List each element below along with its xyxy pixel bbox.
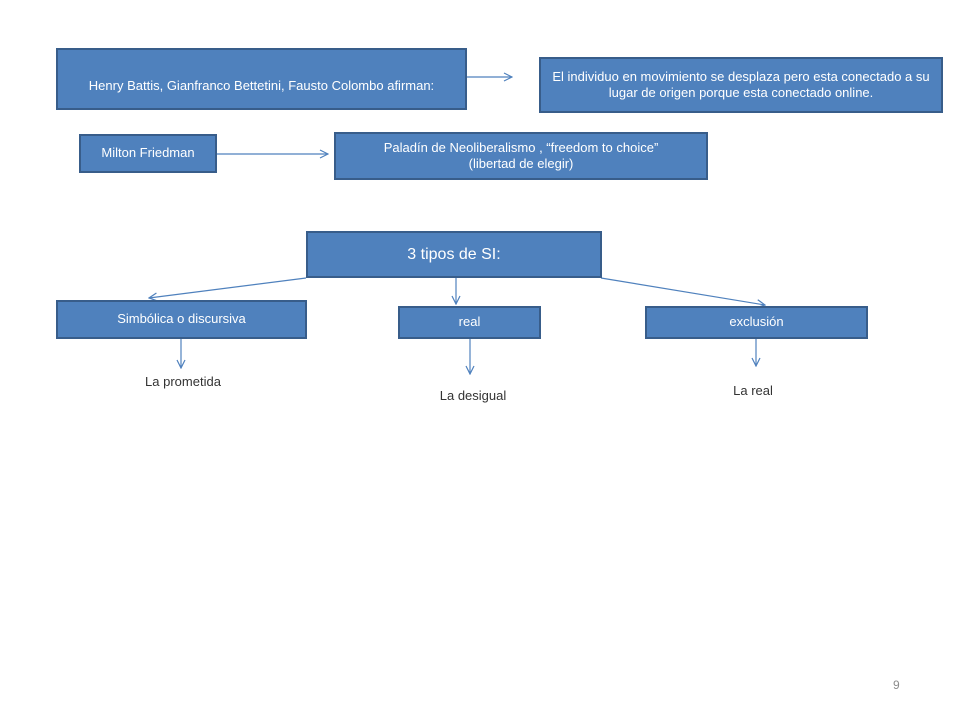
node-tres-tipos-text: 3 tipos de SI: (407, 245, 501, 263)
node-paladin: Paladín de Neoliberalismo , “freedom to … (334, 132, 708, 180)
label-la-prometida: La prometida (145, 374, 221, 389)
arrow-tipos-to-exclusion (600, 277, 765, 305)
label-la-desigual: La desigual (439, 388, 507, 403)
node-real-text: real (458, 314, 481, 330)
node-exclusion-text: exclusión (729, 314, 784, 330)
node-simbolica-text: Simbólica o discursiva (117, 311, 246, 327)
node-milton-friedman: Milton Friedman (79, 134, 217, 173)
node-simbolica: Simbólica o discursiva (56, 300, 307, 339)
node-paladin-line2: (libertad de elegir) (468, 156, 574, 171)
node-paladin-line1: Paladín de Neoliberalismo , “freedom to … (383, 139, 659, 155)
node-henry-battis: Henry Battis, Gianfranco Bettetini, Faus… (56, 48, 467, 110)
node-individuo-text: El individuo en movimiento se desplaza p… (552, 68, 930, 100)
node-exclusion: exclusión (645, 306, 868, 339)
node-henry-battis-text: Henry Battis, Gianfranco Bettetini, Faus… (88, 77, 435, 93)
label-la-real: La real (733, 383, 773, 398)
node-individuo: El individuo en movimiento se desplaza p… (539, 57, 943, 113)
node-tres-tipos: 3 tipos de SI: (306, 231, 602, 278)
node-real: real (398, 306, 541, 339)
page-number: 9 (893, 678, 900, 692)
arrow-tipos-to-simbolica (149, 277, 307, 298)
node-milton-friedman-text: Milton Friedman (101, 145, 195, 161)
